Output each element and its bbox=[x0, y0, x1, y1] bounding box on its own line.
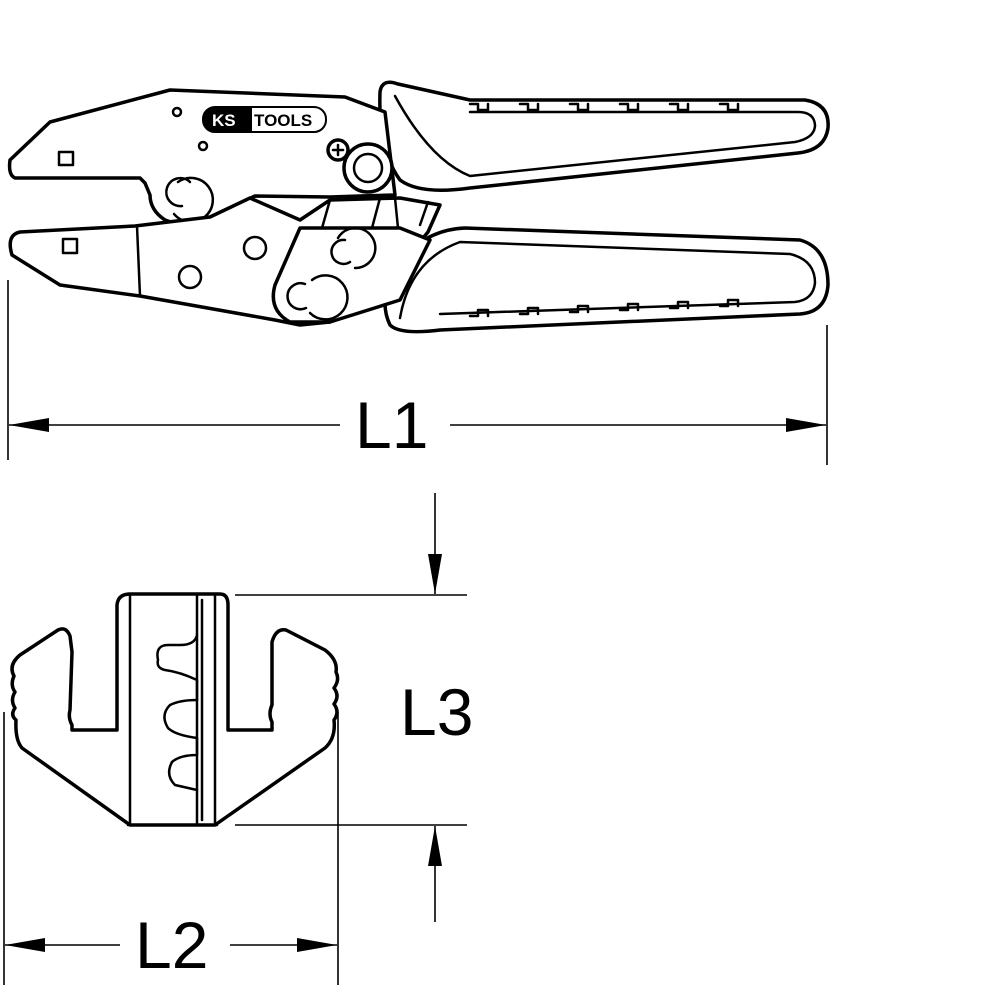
logo-text-tools: TOOLS bbox=[254, 111, 312, 130]
label-l1: L1 bbox=[355, 388, 428, 462]
lower-handle bbox=[383, 226, 830, 334]
lower-jaw bbox=[8, 196, 442, 327]
crimp-die bbox=[10, 592, 340, 827]
upper-handle bbox=[378, 80, 830, 192]
logo-text-ks: KS bbox=[212, 111, 236, 130]
label-l2: L2 bbox=[135, 908, 208, 982]
label-l3: L3 bbox=[400, 675, 473, 749]
ks-tools-logo: KS TOOLS bbox=[202, 106, 327, 133]
dimension-l2: L2 bbox=[3, 712, 339, 985]
dimension-l3: L3 bbox=[235, 493, 473, 922]
adjustment-gear-icon bbox=[326, 138, 394, 194]
square-hole bbox=[57, 150, 75, 167]
dimension-l1: L1 bbox=[7, 280, 828, 465]
